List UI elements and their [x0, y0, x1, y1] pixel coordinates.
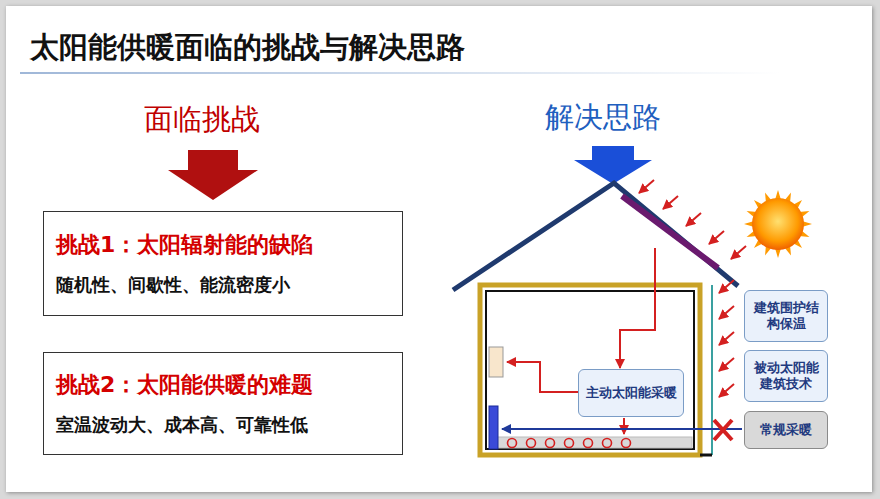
sun-rays — [744, 190, 812, 258]
solution-box: 建筑围护结构保温 — [744, 290, 828, 342]
solar-pipe — [620, 248, 655, 368]
solution-heading: 解决思路 — [545, 98, 661, 138]
solution-arrow — [574, 146, 652, 184]
challenge-arrow — [168, 150, 258, 200]
node-heading: 挑战1：太阳辐射能的缺陷 — [56, 231, 313, 259]
node-body: 随机性、间歇性、能流密度小 — [56, 274, 290, 297]
wall-base — [700, 454, 712, 457]
sun — [752, 198, 804, 250]
slide-title: 太阳能供暖面临的挑战与解决思路 — [30, 28, 465, 68]
conventional-supply — [502, 428, 742, 430]
conventional-radiator — [489, 406, 498, 449]
floor-pipes — [508, 439, 631, 448]
node-heading: 常规采暖 — [760, 422, 812, 438]
solution-box: 被动太阳能建筑技术 — [744, 350, 828, 402]
sunlight-arrows — [639, 180, 746, 397]
roof — [453, 183, 738, 290]
pipe-to-floor — [623, 418, 625, 434]
solar-collector — [622, 196, 718, 268]
node-heading: 被动太阳能建筑技术 — [750, 360, 822, 393]
challenge-box: 挑战1：太阳辐射能的缺陷随机性、间歇性、能流密度小 — [43, 211, 403, 316]
pipe-to-radiator — [507, 362, 578, 392]
challenge-heading: 面临挑战 — [144, 100, 260, 140]
radiator — [489, 347, 503, 377]
node-heading: 建筑围护结构保温 — [750, 300, 822, 333]
blocked-cross — [714, 420, 732, 440]
node-body: 室温波动大、成本高、可靠性低 — [56, 414, 308, 437]
node-heading: 主动太阳能采暖 — [586, 385, 677, 401]
node-heading: 挑战2：太阳能供暖的难题 — [56, 371, 313, 399]
active-solar-box: 主动太阳能采暖 — [578, 369, 684, 417]
floor-slab — [492, 437, 692, 448]
challenge-box: 挑战2：太阳能供暖的难题室温波动大、成本高、可靠性低 — [43, 352, 403, 455]
inner-wall — [486, 291, 694, 449]
conventional-box: 常规采暖 — [744, 411, 828, 449]
title-rule — [20, 72, 780, 74]
